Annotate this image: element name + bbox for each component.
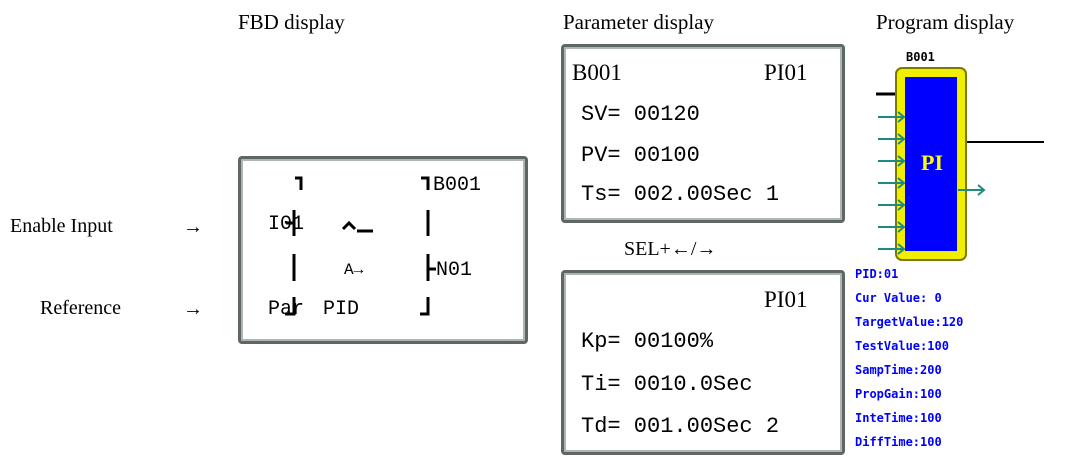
program-input-arrows-icon [878,111,906,255]
reference-arrow-icon: → [183,298,203,320]
enable-input-label: Enable Input [10,215,113,237]
program-line-target-value: TargetValue:120 [855,315,964,329]
parameter-screen-2: PI01 Kp= 00100% Ti= 0010.0Sec Td= 001.00… [561,270,845,455]
program-line-samp-time: SampTime:200 [855,363,942,377]
program-block-body [905,77,957,251]
program-output-arrow-icon [958,184,986,196]
fbd-lcd-panel: B001 I01 A→ N01 Par PID [238,156,528,344]
param1-pid-id: PI01 [764,60,808,85]
fbd-param-input: Par [268,298,305,321]
program-line-inte-time: InteTime:100 [855,411,942,425]
param1-sv: SV= 00120 [581,102,700,127]
param2-td: Td= 001.00Sec 2 [581,414,780,439]
program-block-id: B001 [906,50,935,64]
fbd-block-id: B001 [433,174,482,197]
fbd-output-n01: N01 [436,259,473,282]
program-line-pid: PID:01 [855,267,899,281]
fbd-display-caption: FBD display [238,10,345,34]
program-line-prop-gain: PropGain:100 [855,387,942,401]
param1-ts: Ts= 002.00Sec 1 [581,182,780,207]
fbd-lines [285,176,436,316]
param2-pid-id: PI01 [764,287,808,312]
program-block-diagram [876,67,1044,261]
parameter-screen-1: B001 PI01 SV= 00120 PV= 00100 Ts= 002.00… [561,44,845,223]
fbd-function-pid: PID [323,298,360,321]
param2-kp: Kp= 00100% [581,329,714,354]
program-line-test-value: TestValue:100 [855,339,949,353]
program-block-label: PI [921,150,943,175]
param1-pv: PV= 00100 [581,143,700,168]
program-line-diff-time: DiffTime:100 [855,435,942,449]
param1-block-id: B001 [572,60,622,85]
fbd-input-i01: I01 [268,213,305,236]
enable-input-arrow-icon: → [183,216,203,238]
param2-ti: Ti= 0010.0Sec [581,372,753,397]
program-line-cur-value: Cur Value: 0 [855,291,942,305]
screen-switch-label: SEL+←/→ [624,238,717,260]
parameter-display-caption: Parameter display [563,10,715,34]
reference-label: Reference [40,297,122,319]
program-display-caption: Program display [876,10,1015,34]
fbd-symbol: A→ [344,261,364,279]
